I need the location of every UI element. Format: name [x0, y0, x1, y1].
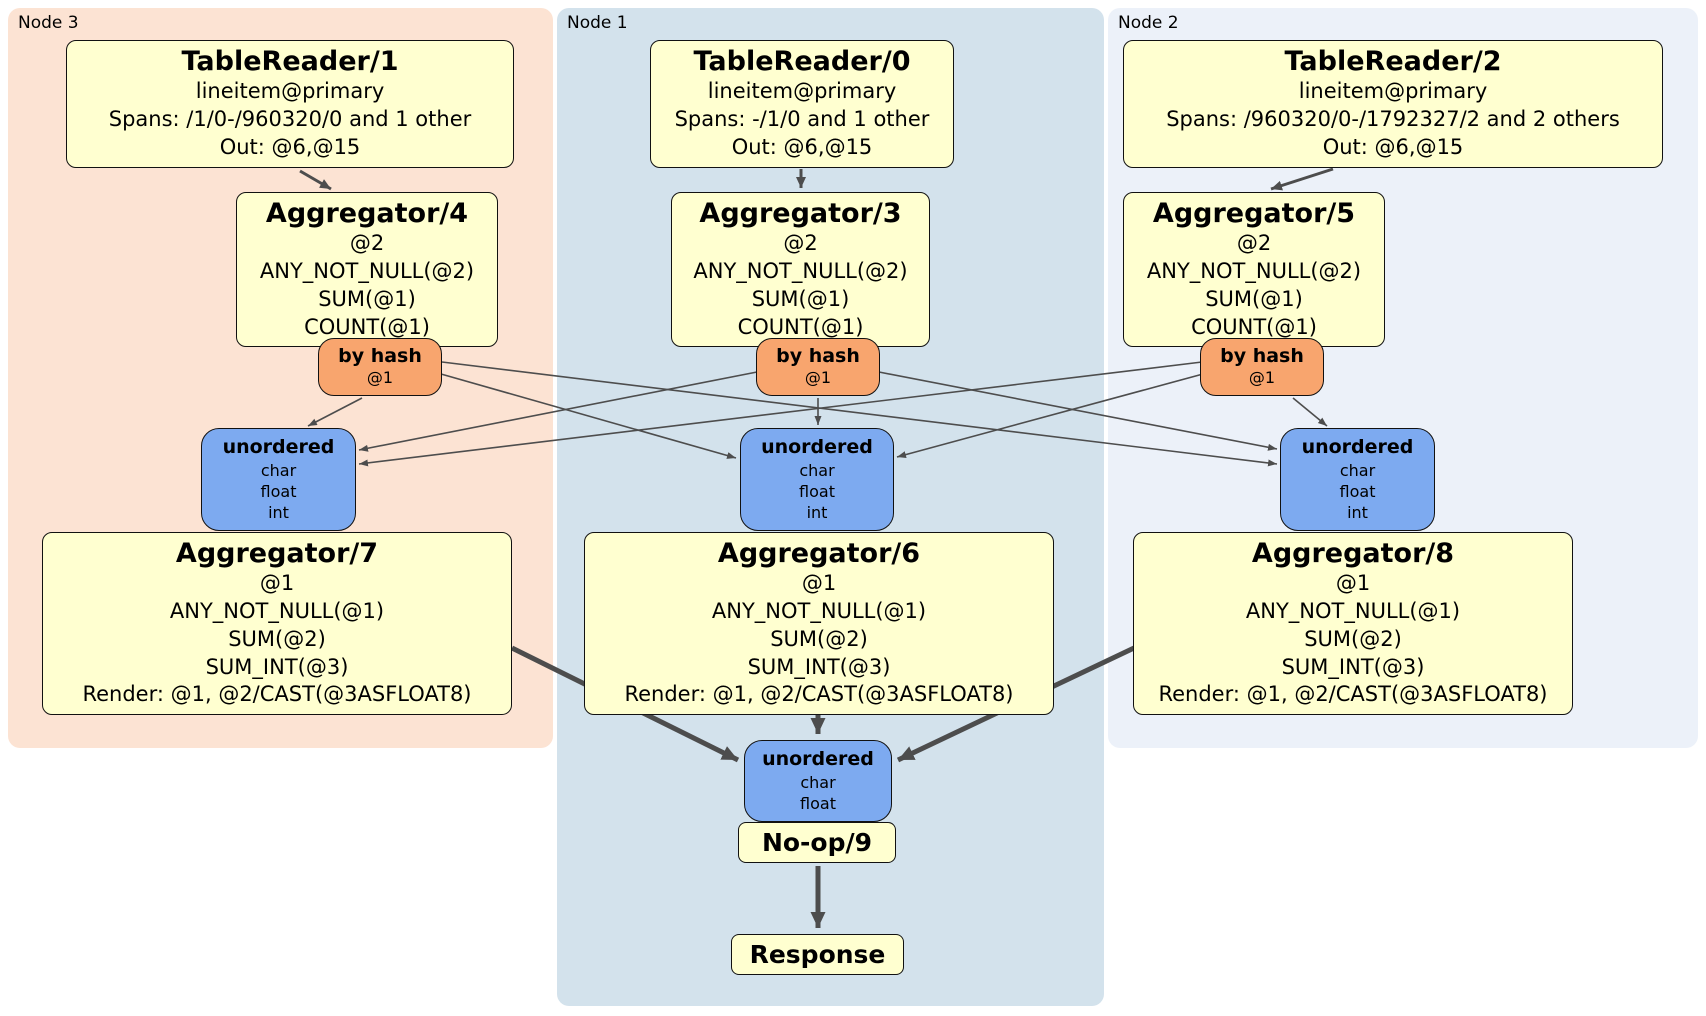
- box-line: SUM_INT(@3): [205, 654, 349, 679]
- box-line: SUM_INT(@3): [747, 654, 891, 679]
- cluster-label: Node 1: [567, 13, 628, 33]
- sync-type: int: [806, 502, 828, 522]
- box-title: Aggregator/3: [699, 198, 902, 229]
- edge-router-n3-sync-n1: [440, 373, 737, 459]
- box-line: SUM(@1): [318, 286, 416, 311]
- unordered-sync-node1: unordered char float int: [740, 428, 894, 532]
- edge-router-n2-sync-n2: [1292, 397, 1328, 427]
- edge-router-n1-sync-n2: [878, 371, 1278, 451]
- router-detail: @1: [1248, 367, 1276, 387]
- box-title: Aggregator/7: [175, 538, 379, 569]
- box-line: lineitem@primary: [195, 79, 385, 104]
- edge-router-n2-sync-n1: [896, 373, 1204, 459]
- box-title: Aggregator/6: [717, 538, 921, 569]
- sync-type: int: [1347, 502, 1368, 522]
- aggregator-4-box: Aggregator/4 @2 ANY_NOT_NULL(@2) SUM(@1)…: [236, 192, 498, 348]
- cluster-label: Node 2: [1118, 13, 1179, 33]
- aggregator-7-box: Aggregator/7 @1 ANY_NOT_NULL(@1) SUM(@2)…: [42, 532, 512, 715]
- box-title: No-op/9: [761, 828, 873, 857]
- box-line: SUM(@1): [751, 286, 850, 311]
- unordered-sync-node3: unordered char float int: [201, 428, 356, 532]
- box-line: ANY_NOT_NULL(@2): [693, 259, 908, 284]
- unordered-sync-final: unordered char float: [744, 740, 892, 822]
- box-line: @1: [1335, 571, 1371, 596]
- sync-type: char: [800, 772, 836, 792]
- sync-title: unordered: [761, 436, 873, 458]
- box-line: SUM(@2): [770, 626, 868, 651]
- box-line: ANY_NOT_NULL(@1): [1245, 599, 1461, 624]
- box-line: ANY_NOT_NULL(@1): [169, 599, 385, 624]
- byhash-router-node2: by hash @1: [1200, 338, 1324, 396]
- edge-tablereader2-aggregator5: [1270, 167, 1334, 191]
- router-title: by hash: [776, 345, 860, 367]
- aggregator-5-box: Aggregator/5 @2 ANY_NOT_NULL(@2) SUM(@1)…: [1123, 192, 1385, 348]
- tablereader-1-box: TableReader/1 lineitem@primary Spans: /1…: [66, 40, 514, 168]
- box-line: @2: [1236, 231, 1272, 256]
- box-line: Spans: /1/0-/960320/0 and 1 other: [108, 107, 472, 132]
- box-line: @1: [801, 571, 837, 596]
- box-line: SUM(@2): [228, 626, 326, 651]
- box-line: Render: @1, @2/CAST(@3ASFLOAT8): [1158, 682, 1548, 707]
- sync-type: float: [799, 481, 835, 501]
- sync-title: unordered: [762, 748, 874, 770]
- aggregator-3-box: Aggregator/3 @2 ANY_NOT_NULL(@2) SUM(@1)…: [671, 192, 930, 348]
- sync-type: char: [260, 460, 297, 480]
- box-line: COUNT(@1): [1191, 314, 1317, 339]
- sync-type: float: [800, 793, 836, 813]
- edge-tablereader1-aggregator4: [299, 169, 332, 191]
- box-title: Aggregator/4: [265, 198, 469, 229]
- sync-type: char: [1339, 460, 1376, 480]
- tablereader-2-box: TableReader/2 lineitem@primary Spans: /9…: [1123, 40, 1663, 168]
- box-title: Aggregator/8: [1251, 538, 1455, 569]
- cluster-label: Node 3: [18, 13, 79, 33]
- sync-type: float: [1339, 481, 1376, 501]
- router-detail: @1: [804, 367, 832, 387]
- response-box: Response: [731, 934, 904, 976]
- box-title: TableReader/0: [693, 46, 911, 77]
- router-detail: @1: [366, 367, 394, 387]
- aggregator-6-box: Aggregator/6 @1 ANY_NOT_NULL(@1) SUM(@2)…: [584, 532, 1054, 715]
- box-line: SUM(@2): [1304, 626, 1402, 651]
- box-line: ANY_NOT_NULL(@2): [259, 259, 475, 284]
- byhash-router-node1: by hash @1: [756, 338, 880, 396]
- sync-type: float: [260, 481, 297, 501]
- box-line: COUNT(@1): [304, 314, 430, 339]
- box-title: TableReader/2: [1284, 46, 1502, 77]
- unordered-sync-node2: unordered char float int: [1280, 428, 1435, 532]
- box-line: Render: @1, @2/CAST(@3ASFLOAT8): [624, 682, 1014, 707]
- router-title: by hash: [338, 345, 422, 367]
- box-line: ANY_NOT_NULL(@1): [711, 599, 927, 624]
- router-title: by hash: [1220, 345, 1304, 367]
- sync-type: char: [799, 460, 835, 480]
- box-line: COUNT(@1): [737, 314, 864, 339]
- box-line: Out: @6,@15: [731, 134, 873, 159]
- sync-title: unordered: [222, 436, 335, 458]
- box-line: @2: [349, 231, 385, 256]
- edge-router-n3-sync-n2: [441, 361, 1278, 467]
- box-line: Out: @6,@15: [1322, 134, 1464, 159]
- byhash-router-node3: by hash @1: [318, 338, 442, 396]
- box-line: SUM(@1): [1205, 286, 1303, 311]
- tablereader-0-box: TableReader/0 lineitem@primary Spans: -/…: [650, 40, 954, 168]
- box-line: Out: @6,@15: [219, 134, 361, 159]
- noop-9-box: No-op/9: [738, 822, 896, 864]
- edge-router-n2-sync-n3: [358, 361, 1203, 467]
- box-line: lineitem@primary: [707, 79, 897, 104]
- sync-type: int: [268, 502, 289, 522]
- box-title: TableReader/1: [181, 46, 399, 77]
- edge-router-n1-sync-n3: [358, 371, 758, 452]
- box-line: ANY_NOT_NULL(@2): [1146, 259, 1362, 284]
- box-line: SUM_INT(@3): [1281, 654, 1425, 679]
- box-line: Render: @1, @2/CAST(@3ASFLOAT8): [82, 682, 472, 707]
- box-line: Spans: /960320/0-/1792327/2 and 2 others: [1166, 107, 1620, 132]
- box-title: Response: [749, 940, 886, 969]
- edge-router-n3-sync-n3: [307, 397, 363, 427]
- box-line: @1: [259, 571, 295, 596]
- box-line: lineitem@primary: [1298, 79, 1488, 104]
- aggregator-8-box: Aggregator/8 @1 ANY_NOT_NULL(@1) SUM(@2)…: [1133, 532, 1573, 715]
- box-title: Aggregator/5: [1152, 198, 1356, 229]
- box-line: Spans: -/1/0 and 1 other: [674, 107, 930, 132]
- sync-title: unordered: [1301, 436, 1414, 458]
- box-line: @2: [783, 231, 818, 256]
